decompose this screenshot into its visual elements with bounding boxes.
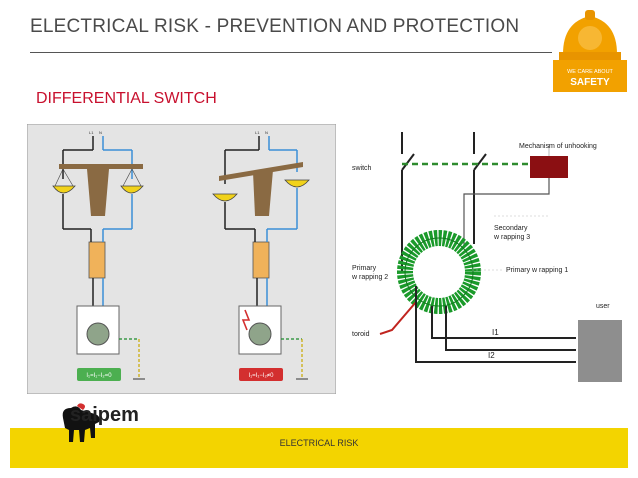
- section-subtitle: DIFFERENTIAL SWITCH: [36, 90, 217, 107]
- badge-line1: WE CARE ABOUT: [567, 69, 613, 75]
- label-i2: I2: [488, 351, 495, 360]
- svg-text:N: N: [265, 130, 268, 135]
- badge-band: [553, 60, 627, 92]
- toroid-core: [397, 230, 481, 314]
- footer-text: ELECTRICAL RISK: [279, 438, 359, 448]
- supply-label-l1: L1: [89, 130, 94, 135]
- six-legged-dog-logo: [62, 403, 100, 442]
- differential-balance-diagram: L1 N I₁=I₁−I₂=0 L1 N: [27, 124, 336, 394]
- label-primary2-1: Primary: [352, 265, 377, 272]
- label-user: user: [596, 303, 610, 310]
- toroid-circuit-diagram: Mechanism of unhooking switch Secondary …: [351, 132, 622, 382]
- panel-balanced: L1 N I₁=I₁−I₂=0: [52, 130, 145, 381]
- label-secondary-1: Secondary: [494, 225, 528, 232]
- unhooking-mechanism: [530, 156, 568, 178]
- fault-formula: I₁=I₁−I₂≠0: [248, 373, 274, 379]
- user-load-box: [578, 320, 622, 382]
- label-toroid: toroid: [352, 331, 370, 338]
- label-i1: I1: [492, 328, 499, 337]
- title-divider: [30, 52, 552, 53]
- brand-name: saipem: [70, 404, 139, 426]
- supply-label-n: N: [99, 130, 102, 135]
- footer-bar: ELECTRICAL RISK: [10, 428, 628, 468]
- slide-title: ELECTRICAL RISK - PREVENTION AND PROTECT…: [30, 16, 520, 37]
- svg-text:L1: L1: [255, 130, 260, 135]
- safety-helmet-logo: WE CARE ABOUT SAFETY: [553, 10, 627, 92]
- label-mechanism: Mechanism of unhooking: [519, 143, 597, 150]
- panel-fault: L1 N I₁=I₁−I₂≠0: [212, 130, 310, 381]
- label-primary1: Primary w rapping 1: [506, 267, 568, 274]
- label-secondary-2: w rapping 3: [493, 234, 530, 241]
- badge-line2: SAFETY: [570, 77, 610, 88]
- label-switch: switch: [352, 165, 372, 172]
- balanced-formula: I₁=I₁−I₂=0: [86, 373, 112, 379]
- label-primary2-2: w rapping 2: [351, 274, 388, 281]
